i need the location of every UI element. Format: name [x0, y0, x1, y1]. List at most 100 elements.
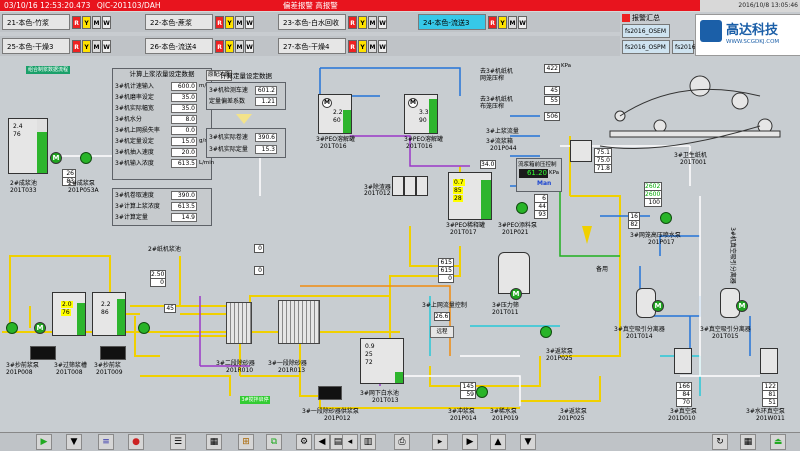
- remote-button[interactable]: 远程: [430, 326, 454, 338]
- return-pump-icon[interactable]: [540, 326, 552, 338]
- value-field[interactable]: 20.0: [171, 148, 197, 157]
- ospm-button-2[interactable]: fs2016_OSPM: [622, 40, 670, 54]
- warn-y-icon[interactable]: Y: [358, 16, 367, 29]
- active-alarm-banner[interactable]: 03/10/16 12:53:20.473 QIC-201103/DAH 偏差报…: [0, 0, 700, 11]
- exit-icon[interactable]: ⏏: [770, 434, 786, 450]
- warn-y-icon[interactable]: Y: [82, 16, 91, 29]
- value-field[interactable]: 15.0: [171, 137, 197, 146]
- table-icon[interactable]: ▦: [206, 434, 222, 450]
- motor-icon[interactable]: M: [322, 98, 332, 108]
- alarm-r-icon[interactable]: R: [215, 16, 224, 29]
- screen-motor-icon[interactable]: M: [510, 288, 522, 300]
- value-field[interactable]: 8.0: [171, 115, 197, 124]
- ospm-button-3[interactable]: fs2016_OSEM: [672, 40, 716, 54]
- warn-y-icon[interactable]: Y: [358, 40, 367, 53]
- peo-pump-icon[interactable]: [516, 202, 528, 214]
- list-icon[interactable]: ☰: [170, 434, 186, 450]
- w-icon[interactable]: W: [245, 40, 254, 53]
- tab-label[interactable]: 27-本色-干燥4: [278, 38, 346, 54]
- pump-icon[interactable]: [138, 322, 150, 334]
- copy-icon[interactable]: ⧉: [266, 434, 282, 450]
- w-icon[interactable]: W: [245, 16, 254, 29]
- warn-y-icon[interactable]: Y: [82, 40, 91, 53]
- ospm-button-1[interactable]: fs2016_OSEM: [622, 24, 670, 38]
- orig-concentration-button[interactable]: 原配浓度: [206, 70, 232, 81]
- alarm-r-icon[interactable]: R: [488, 16, 497, 29]
- warn-y-icon[interactable]: Y: [225, 16, 234, 29]
- tab-label[interactable]: 21-本色-竹浆: [2, 14, 70, 30]
- play-icon[interactable]: ▶: [36, 434, 52, 450]
- alarm-r-icon[interactable]: R: [348, 40, 357, 53]
- value-field[interactable]: 600.0: [171, 82, 197, 91]
- machine-chest-tank[interactable]: 2.2 86: [92, 292, 126, 336]
- secondary-cleaner-icon[interactable]: [226, 302, 252, 344]
- alarm-r-icon[interactable]: R: [348, 16, 357, 29]
- agitator-start-stop[interactable]: 3#搅拌启停: [240, 396, 270, 404]
- refresh-icon[interactable]: ↻: [712, 434, 728, 450]
- headbox-pressure-controller[interactable]: 流浆箱前压控制 61.20 KPa Man: [516, 158, 562, 192]
- next-icon[interactable]: ▸: [432, 434, 448, 450]
- record-icon[interactable]: ●: [128, 434, 144, 450]
- value-field[interactable]: 35.0: [171, 104, 197, 113]
- primary-cleaner-icon[interactable]: [278, 300, 320, 344]
- prev-icon[interactable]: ◀: [314, 434, 330, 450]
- filter-icon[interactable]: ▼: [66, 434, 82, 450]
- separator-motor-icon[interactable]: M: [652, 300, 664, 312]
- agitator-motor-icon[interactable]: M: [34, 322, 46, 334]
- warn-y-icon[interactable]: Y: [225, 40, 234, 53]
- manual-m-icon[interactable]: M: [368, 16, 377, 29]
- pressure-screen-icon[interactable]: [498, 252, 530, 294]
- chart-icon[interactable]: ▦: [740, 434, 756, 450]
- stock-chest-tank[interactable]: 2.4 76: [8, 118, 48, 174]
- w-icon[interactable]: W: [378, 40, 387, 53]
- value-field[interactable]: 613.5: [171, 159, 197, 168]
- ctrl-mode[interactable]: Man: [537, 180, 552, 187]
- chart2-icon[interactable]: ▥: [360, 434, 376, 450]
- fan-pump-icon[interactable]: [476, 386, 488, 398]
- tab-label[interactable]: 25-本色-干燥3: [2, 38, 70, 54]
- separator-motor-icon[interactable]: M: [736, 300, 748, 312]
- whitewater-tank[interactable]: 0.9 25 72: [360, 338, 404, 384]
- value-field[interactable]: 35.0: [171, 93, 197, 102]
- motor-icon[interactable]: M: [408, 98, 418, 108]
- alarm-r-icon[interactable]: R: [215, 40, 224, 53]
- first-icon[interactable]: ◂: [342, 434, 358, 450]
- vacuum-pump-2-icon[interactable]: [760, 348, 778, 374]
- w-icon[interactable]: W: [102, 40, 111, 53]
- w-icon[interactable]: W: [518, 16, 527, 29]
- pump-icon[interactable]: [80, 152, 92, 164]
- peo-dissolve-tank-1[interactable]: M 2.2 60: [318, 94, 352, 134]
- alarm-r-icon[interactable]: R: [72, 40, 81, 53]
- tab-label[interactable]: 24-本色-流送3: [418, 14, 486, 30]
- manual-m-icon[interactable]: M: [235, 16, 244, 29]
- value-field[interactable]: 1.21: [255, 97, 277, 106]
- peo-dilution-tank[interactable]: 0.7 85 28: [448, 172, 492, 220]
- print-icon[interactable]: ⎙: [394, 434, 410, 450]
- tab-label[interactable]: 23-本色-白水回收: [278, 14, 346, 30]
- tree-icon[interactable]: ⊞: [238, 434, 254, 450]
- manual-m-icon[interactable]: M: [92, 16, 101, 29]
- gear-icon[interactable]: ⚙: [296, 434, 312, 450]
- last-icon[interactable]: ▶: [462, 434, 478, 450]
- alarm-summary-label[interactable]: 报警汇总: [632, 14, 660, 22]
- manual-m-icon[interactable]: M: [368, 40, 377, 53]
- warn-y-icon[interactable]: Y: [498, 16, 507, 29]
- tab-label[interactable]: 26-本色-流送4: [145, 38, 213, 54]
- vacuum-pump-1-icon[interactable]: [674, 348, 692, 374]
- cleaner-icon[interactable]: [392, 176, 428, 216]
- chart-icon[interactable]: ≡: [98, 434, 114, 450]
- tab-label[interactable]: 22-本色-蔗浆: [145, 14, 213, 30]
- agitator-motor-icon[interactable]: M: [50, 152, 62, 164]
- hp-pump-icon[interactable]: [660, 212, 672, 224]
- alarm-r-icon[interactable]: R: [72, 16, 81, 29]
- up-icon[interactable]: ▲: [490, 434, 506, 450]
- manual-m-icon[interactable]: M: [235, 40, 244, 53]
- screen-chest-tank[interactable]: 2.0 76: [52, 292, 86, 336]
